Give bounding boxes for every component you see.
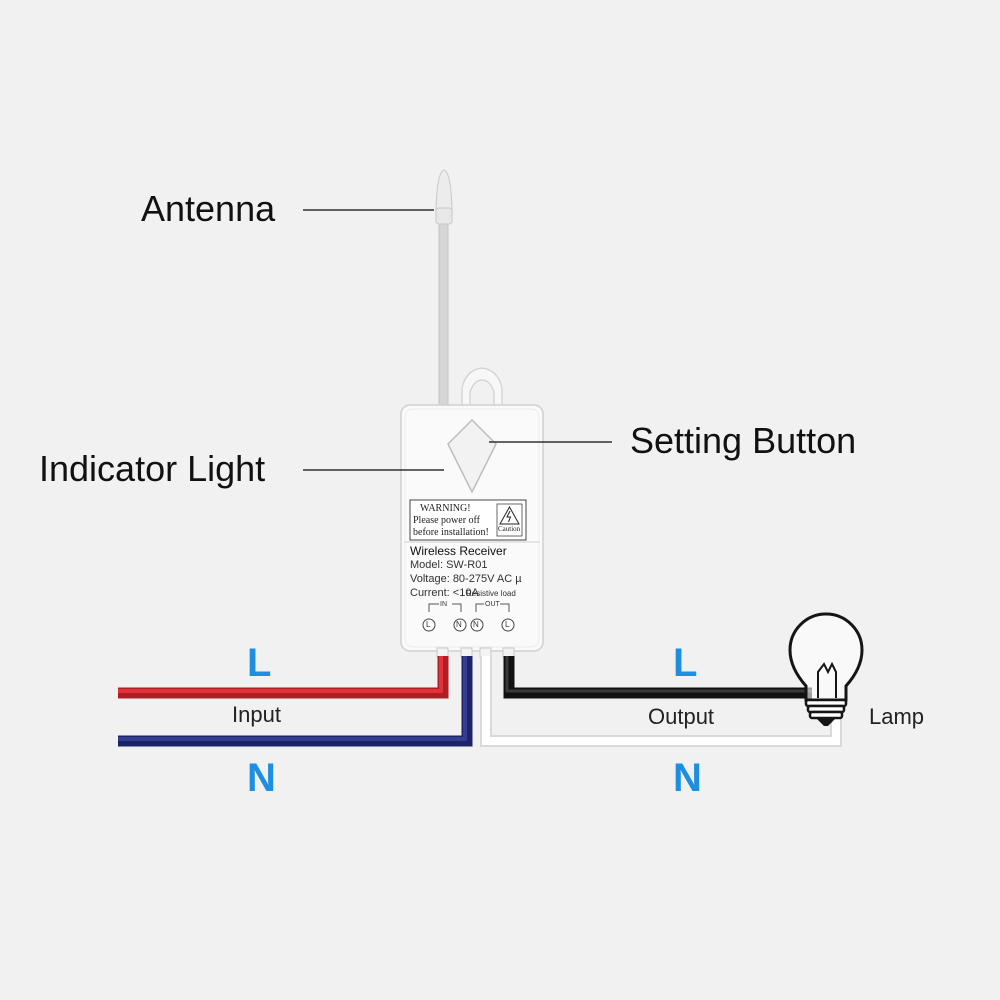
input-live-wire xyxy=(118,656,449,699)
terminal-brackets xyxy=(428,603,510,612)
input-neutral-letter: N xyxy=(247,756,276,800)
terminal-label: L xyxy=(505,620,510,629)
mounting-clip xyxy=(461,367,503,409)
output-neutral-letter: N xyxy=(673,756,702,800)
device-name: Wireless Receiver xyxy=(410,544,507,558)
device-current: Current: <10A xyxy=(410,587,479,599)
lamp-bulb-icon xyxy=(788,612,864,726)
antenna xyxy=(435,169,453,409)
warning-title: WARNING! xyxy=(420,503,471,514)
terminal-label: L xyxy=(426,620,431,629)
output-label: Output xyxy=(648,704,715,729)
terminal-label: N xyxy=(473,620,479,629)
terminal-circles xyxy=(422,618,515,632)
caution-label: Caution xyxy=(498,525,521,533)
input-label: Input xyxy=(232,702,281,727)
device-model: Model: SW-R01 xyxy=(410,559,488,571)
lamp-label: Lamp xyxy=(869,704,925,729)
antenna-label: Antenna xyxy=(141,188,276,229)
output-live-letter: L xyxy=(673,641,698,685)
input-live-letter: L xyxy=(247,641,272,685)
setting-button-label: Setting Button xyxy=(630,420,857,461)
setting-button[interactable] xyxy=(447,418,497,494)
device-load: Resistive load xyxy=(466,589,516,598)
out-group-label: OUT xyxy=(485,601,500,608)
indicator-light-label: Indicator Light xyxy=(39,448,266,489)
in-group-label: IN xyxy=(440,601,447,608)
terminal-label: N xyxy=(456,620,462,629)
warning-line-2: before installation! xyxy=(413,527,489,538)
caution-icon xyxy=(499,505,520,525)
device-voltage: Voltage: 80-275V AC µ xyxy=(410,573,522,585)
warning-line-1: Please power off xyxy=(413,515,481,526)
output-live-wire xyxy=(503,656,812,699)
